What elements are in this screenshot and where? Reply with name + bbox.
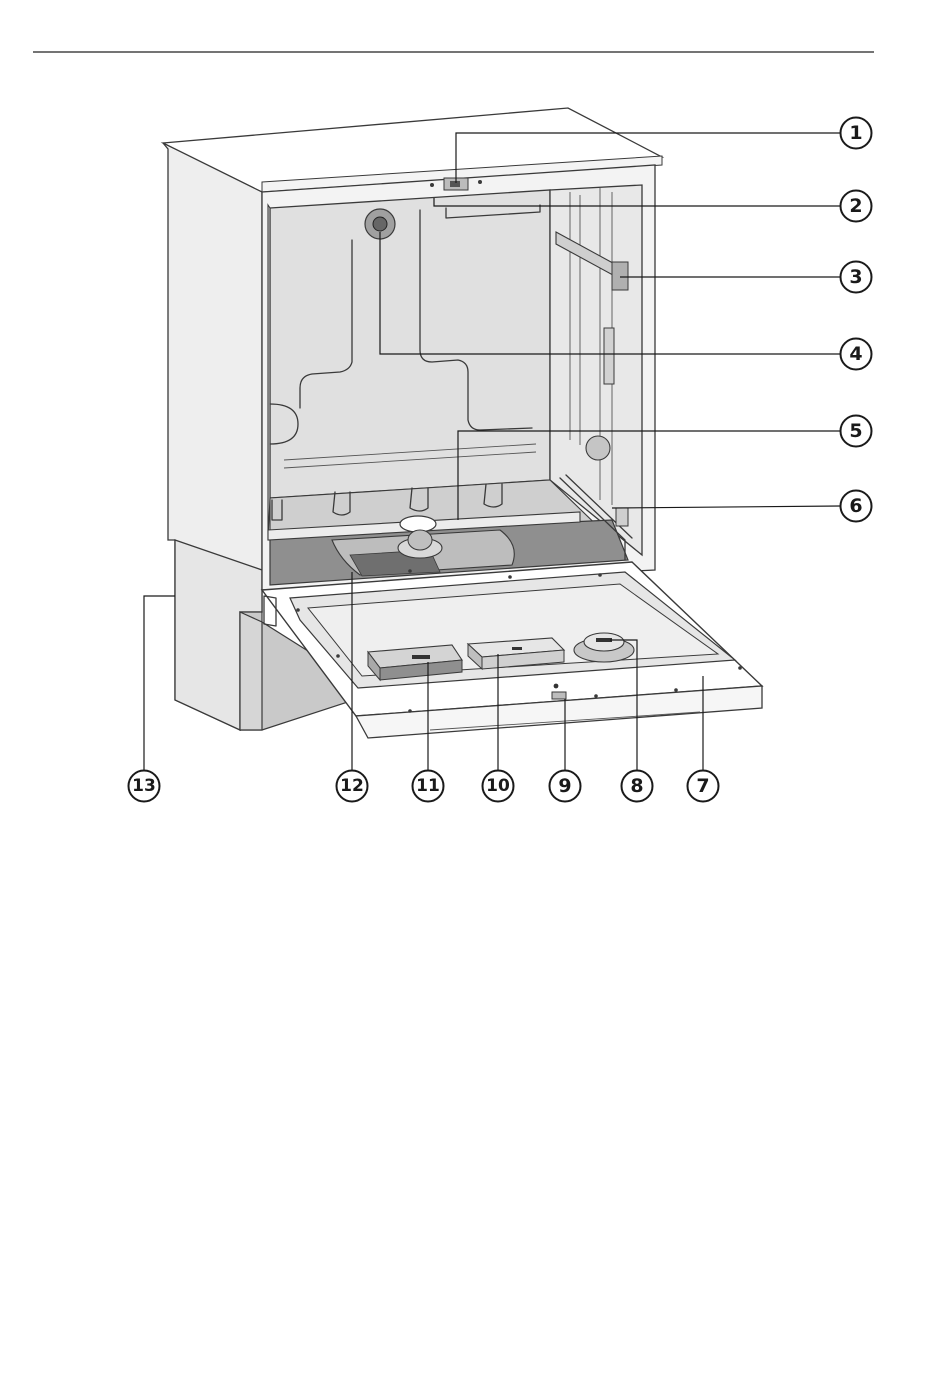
callout-8: 8	[622, 771, 653, 802]
callout-4: 4	[841, 339, 872, 370]
callout-3: 3	[841, 262, 872, 293]
tub-left-wall	[268, 205, 270, 540]
callout-number: 7	[696, 775, 709, 797]
leader-13	[144, 596, 175, 770]
right-wall-vent	[604, 328, 614, 384]
callout-number: 12	[340, 776, 364, 796]
right-wall-port	[586, 436, 610, 460]
callout-number: 2	[849, 195, 862, 217]
callout-number: 4	[849, 343, 862, 365]
plinth-side	[240, 612, 262, 730]
callout-7: 7	[688, 771, 719, 802]
callout-number: 10	[486, 776, 510, 796]
callout-number: 13	[132, 776, 156, 796]
callout-13: 13	[129, 771, 160, 802]
callout-number: 8	[630, 775, 643, 797]
callout-number: 11	[416, 776, 440, 796]
callout-11: 11	[413, 771, 444, 802]
callout-5: 5	[841, 416, 872, 447]
callout-9: 9	[550, 771, 581, 802]
callout-number: 5	[849, 420, 862, 442]
callout-number: 3	[849, 266, 862, 288]
callout-number: 1	[849, 122, 862, 144]
callout-number: 6	[849, 495, 862, 517]
callout-2: 2	[841, 191, 872, 222]
callout-1: 1	[841, 118, 872, 149]
callout-6: 6	[841, 491, 872, 522]
callout-10: 10	[483, 771, 514, 802]
callout-12: 12	[337, 771, 368, 802]
callout-number: 9	[558, 775, 571, 797]
